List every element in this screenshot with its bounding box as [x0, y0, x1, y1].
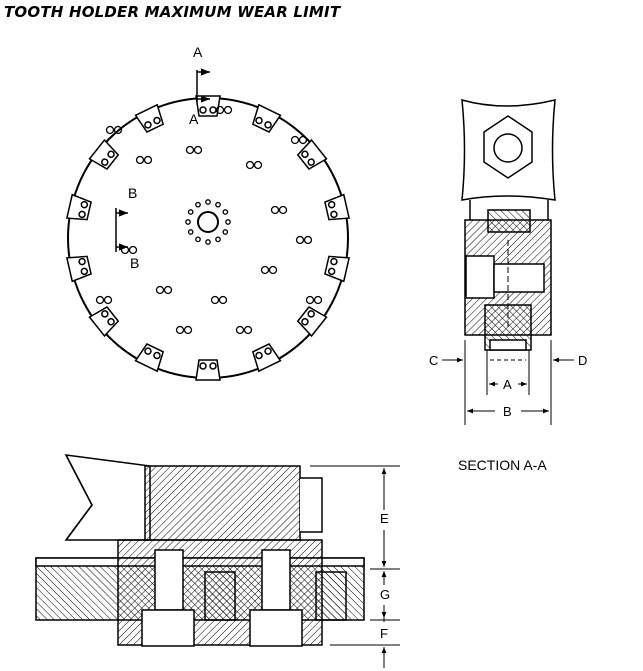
- bolt-pair: [260, 265, 278, 275]
- label-section-b-outer: B: [128, 185, 137, 201]
- drum-front-view: [65, 68, 351, 381]
- tooth-holder: [88, 306, 120, 338]
- bolt-hole: [195, 236, 201, 243]
- side-dimensions: [310, 465, 400, 668]
- tooth-holder: [65, 193, 92, 221]
- bolt-pair: [290, 135, 308, 145]
- bolt-hole: [205, 239, 211, 245]
- bolt-pair: [210, 295, 228, 305]
- bolt-pair: [305, 295, 323, 305]
- bolt-hole: [185, 219, 191, 225]
- bolt-hole: [195, 201, 201, 208]
- bolt-hole: [225, 219, 231, 225]
- bolt-pair: [185, 145, 203, 155]
- section-a-a-view: [461, 98, 556, 351]
- tooth-holder: [134, 103, 165, 133]
- center-bore: [197, 211, 219, 233]
- tooth-holder: [324, 193, 351, 221]
- bolt-hole: [222, 229, 229, 235]
- bolt-pair: [95, 295, 113, 305]
- bolt-hole: [215, 201, 221, 208]
- bolt-hole: [205, 199, 211, 205]
- section-dimensions: [442, 340, 574, 425]
- bolt-hole: [215, 236, 221, 243]
- tooth-holder: [296, 138, 328, 170]
- label-section-a-top: A: [193, 44, 203, 60]
- bolt-circle: [185, 199, 231, 245]
- tooth-holder: [195, 359, 221, 381]
- dim-label-b: B: [503, 404, 512, 419]
- bolt-pair: [105, 125, 123, 135]
- side-section-view: [35, 454, 365, 647]
- label-section-a-inner: A: [189, 111, 199, 127]
- tooth-holder: [296, 306, 328, 338]
- tooth-holder: [251, 103, 282, 133]
- bolt-pair: [175, 325, 193, 335]
- bolt-pair: [215, 105, 233, 115]
- dim-label-d: D: [578, 353, 587, 368]
- bolt-pairs: [95, 105, 323, 335]
- drawing-title: TOOTH HOLDER MAXIMUM WEAR LIMIT: [4, 3, 341, 21]
- tooth-holder: [134, 343, 165, 373]
- dim-label-c: C: [429, 353, 438, 368]
- dim-label-f: F: [380, 626, 388, 641]
- bolt-hole: [187, 209, 194, 215]
- bolt-hole: [187, 229, 194, 235]
- bolt-pair: [235, 325, 253, 335]
- bolt-pair: [295, 235, 313, 245]
- bolt-pair: [155, 285, 173, 295]
- tooth-holder: [251, 343, 282, 373]
- bolt-pair: [245, 160, 263, 170]
- section-caption: SECTION A-A: [458, 457, 547, 473]
- bolt-pair: [135, 155, 153, 165]
- label-section-b-inner: B: [130, 255, 139, 271]
- dim-label-g: G: [380, 587, 390, 602]
- tooth-holder: [65, 255, 92, 283]
- bolt-pair: [270, 205, 288, 215]
- tooth-holder: [324, 255, 351, 283]
- tooth-holder: [88, 138, 120, 170]
- bolt-hole: [222, 209, 229, 215]
- dim-label-a: A: [503, 377, 512, 392]
- dim-label-e: E: [380, 511, 389, 526]
